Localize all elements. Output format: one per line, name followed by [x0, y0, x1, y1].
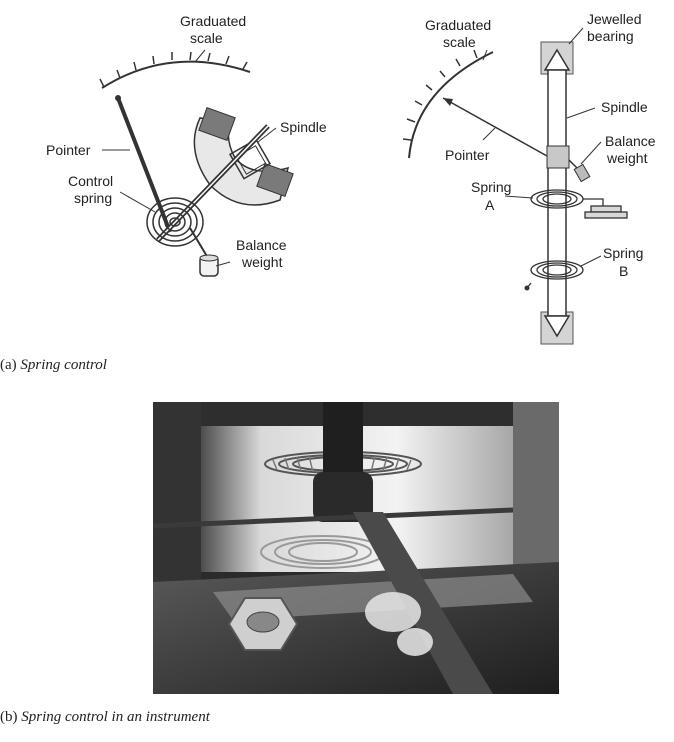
scale-ticks [99, 51, 248, 88]
graduated-scale-arc [408, 51, 494, 159]
spring-control-instrument-photo [153, 402, 559, 694]
balance-weight [568, 159, 591, 183]
caption-a: (a) Spring control [0, 357, 107, 374]
label-balance-weight: Balance weight [605, 133, 659, 166]
spring-control-schematic-diagram: Graduated scale Jewelled bearing Spindle… [395, 0, 674, 350]
label-spindle: Spindle [280, 119, 327, 135]
label-spring-a: Spring A [471, 179, 515, 213]
label-control-spring: Control spring [68, 173, 117, 206]
label-graduated-scale: Graduated scale [425, 17, 495, 50]
graduated-scale-arc [101, 60, 251, 89]
caption-a-text: Spring control [20, 357, 107, 373]
control-spring-spiral [146, 197, 204, 247]
pointer-needle [442, 97, 548, 157]
label-spring-b: Spring B [603, 245, 647, 279]
label-spindle: Spindle [601, 99, 648, 115]
label-pointer: Pointer [46, 142, 91, 158]
spring-control-pictorial-diagram: Graduated scale Spindle Pointer Control … [30, 0, 340, 300]
label-jewelled-bearing: Jewelled bearing [587, 11, 645, 44]
caption-b: (b) Spring control in an instrument [0, 709, 210, 726]
label-balance-weight: Balance weight [236, 237, 290, 270]
spring-a-anchor [583, 198, 628, 219]
caption-a-prefix: (a) [0, 357, 21, 373]
label-graduated-scale: Graduated scale [180, 13, 250, 46]
scale-ticks [402, 49, 478, 141]
label-pointer: Pointer [445, 147, 490, 163]
pointer-needle [116, 97, 172, 233]
spring-b [530, 260, 584, 280]
balance-weight [189, 227, 219, 277]
caption-b-prefix: (b) [0, 709, 22, 725]
caption-b-text: Spring control in an instrument [21, 709, 210, 725]
spring-b-anchor [524, 282, 532, 291]
